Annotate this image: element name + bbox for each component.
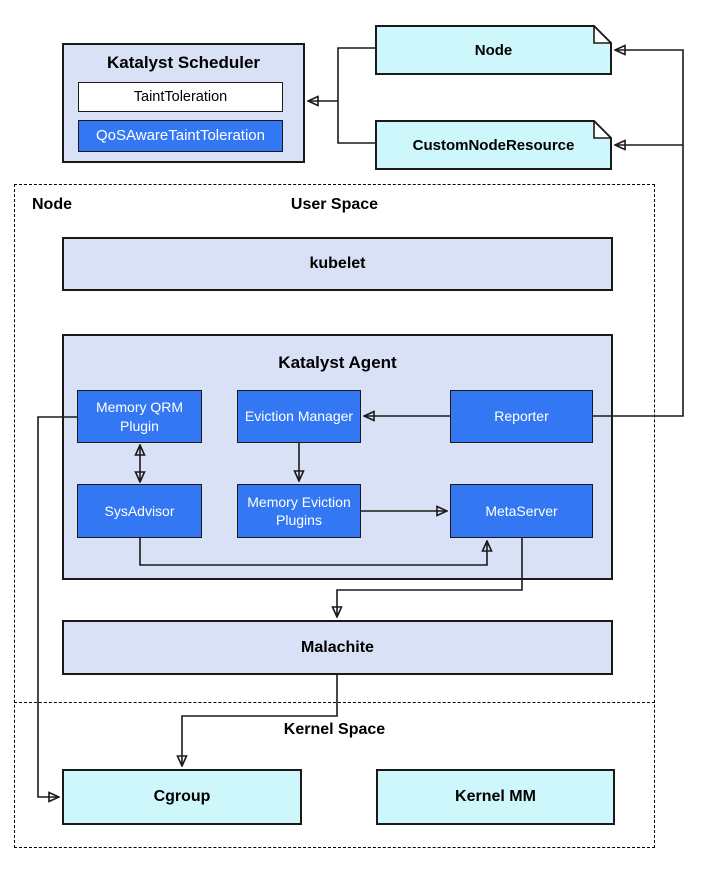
node-crd-note: Node (375, 24, 613, 75)
metaserver-box: MetaServer (450, 484, 593, 538)
qos-aware-taint-toleration-plugin: QoSAwareTaintToleration (78, 120, 283, 152)
node-dashed-container (14, 184, 655, 848)
user-space-heading: User Space (290, 196, 379, 213)
cgroup-label: Cgroup (153, 788, 211, 805)
katalyst-agent-box: Katalyst Agent (62, 334, 613, 580)
node-crd-label: Node (474, 41, 513, 59)
malachite-box: Malachite (62, 620, 613, 675)
kubelet-label: kubelet (309, 255, 366, 272)
taint-toleration-label: TaintToleration (133, 89, 228, 105)
cgroup-box: Cgroup (62, 769, 302, 825)
eviction-manager-label: Eviction Manager (244, 408, 354, 425)
reporter-box: Reporter (450, 390, 593, 443)
custom-node-resource-label: CustomNodeResource (412, 136, 575, 154)
taint-toleration-plugin: TaintToleration (78, 82, 283, 112)
memory-eviction-plugins-box: Memory Eviction Plugins (237, 484, 361, 538)
metaserver-label: MetaServer (485, 502, 558, 519)
node-container-label: Node (32, 196, 72, 213)
kernel-space-heading: Kernel Space (283, 721, 386, 738)
katalyst-agent-title: Katalyst Agent (278, 353, 397, 372)
memory-qrm-plugin-label: Memory QRM Plugin (95, 399, 184, 434)
edge-crds-join (337, 47, 375, 144)
memory-eviction-plugins-label: Memory Eviction Plugins (247, 493, 351, 528)
sysadvisor-label: SysAdvisor (104, 502, 175, 519)
malachite-label: Malachite (301, 638, 374, 656)
custom-node-resource-note: CustomNodeResource (375, 119, 613, 170)
kernel-mm-label: Kernel MM (455, 788, 536, 805)
sysadvisor-box: SysAdvisor (77, 484, 202, 538)
reporter-label: Reporter (494, 408, 549, 425)
eviction-manager-box: Eviction Manager (237, 390, 361, 443)
kernel-space-divider (14, 702, 655, 703)
kubelet-box: kubelet (62, 237, 613, 291)
kernel-mm-box: Kernel MM (376, 769, 615, 825)
qos-aware-taint-toleration-label: QoSAwareTaintToleration (96, 127, 265, 145)
katalyst-scheduler-title: Katalyst Scheduler (106, 53, 261, 72)
memory-qrm-plugin-box: Memory QRM Plugin (77, 390, 202, 443)
